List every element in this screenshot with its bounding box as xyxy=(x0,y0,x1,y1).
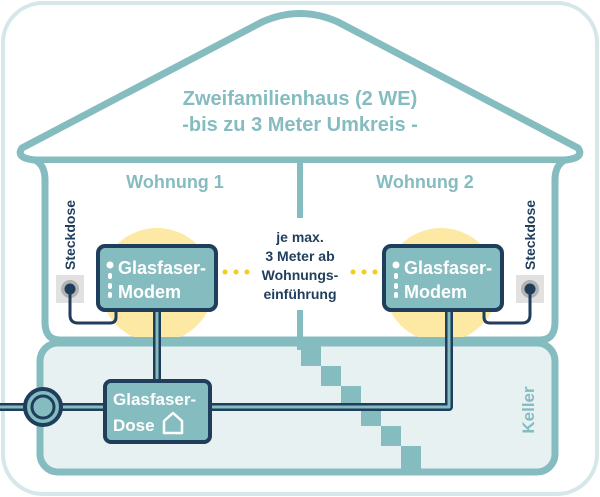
power-cable-2 xyxy=(482,289,532,325)
fiber-modem-2: Glasfaser- Modem xyxy=(382,244,504,312)
fiber-outlet-label-2: Dose xyxy=(113,416,155,435)
socket-2-label: Steckdose xyxy=(522,200,538,270)
distance-dots-left xyxy=(222,269,250,275)
distance-note-3: Wohnungs- xyxy=(262,267,339,283)
apartment-2-label: Wohnung 2 xyxy=(376,172,474,192)
fiber-modem-1: Glasfaser- Modem xyxy=(96,244,218,312)
power-socket-1 xyxy=(56,275,118,325)
house-subtitle: -bis zu 3 Meter Umkreis - xyxy=(182,114,418,136)
apartment-divider-top xyxy=(297,160,303,218)
modem-1-label-2: Modem xyxy=(118,282,181,302)
modem-1-label-1: Glasfaser- xyxy=(118,258,206,278)
distance-dots-right xyxy=(350,269,378,275)
roof xyxy=(16,10,584,164)
house-entry-connector xyxy=(23,387,63,427)
apartment-1-label: Wohnung 1 xyxy=(126,172,224,192)
fiber-outlet-box: Glasfaser- Dose xyxy=(103,379,212,444)
power-cable-1 xyxy=(68,289,118,325)
modem-2-label-1: Glasfaser- xyxy=(404,258,492,278)
modem-2-label-2: Modem xyxy=(404,282,467,302)
apartment-divider-bottom xyxy=(297,310,303,340)
modem-2-status-lights xyxy=(392,261,400,298)
distance-note-4: einführung xyxy=(263,286,336,302)
basement-label: Keller xyxy=(519,386,538,434)
house-title: Zweifamilienhaus (2 WE) xyxy=(183,88,417,110)
fiber-outlet-label-1: Glasfaser- xyxy=(113,390,196,409)
distance-note-1: je max. xyxy=(275,229,323,245)
house-icon xyxy=(162,411,184,435)
modem-1-status-lights xyxy=(106,261,114,298)
socket-1-label: Steckdose xyxy=(62,200,78,270)
power-socket-2 xyxy=(482,275,544,325)
distance-note-2: 3 Meter ab xyxy=(265,248,334,264)
